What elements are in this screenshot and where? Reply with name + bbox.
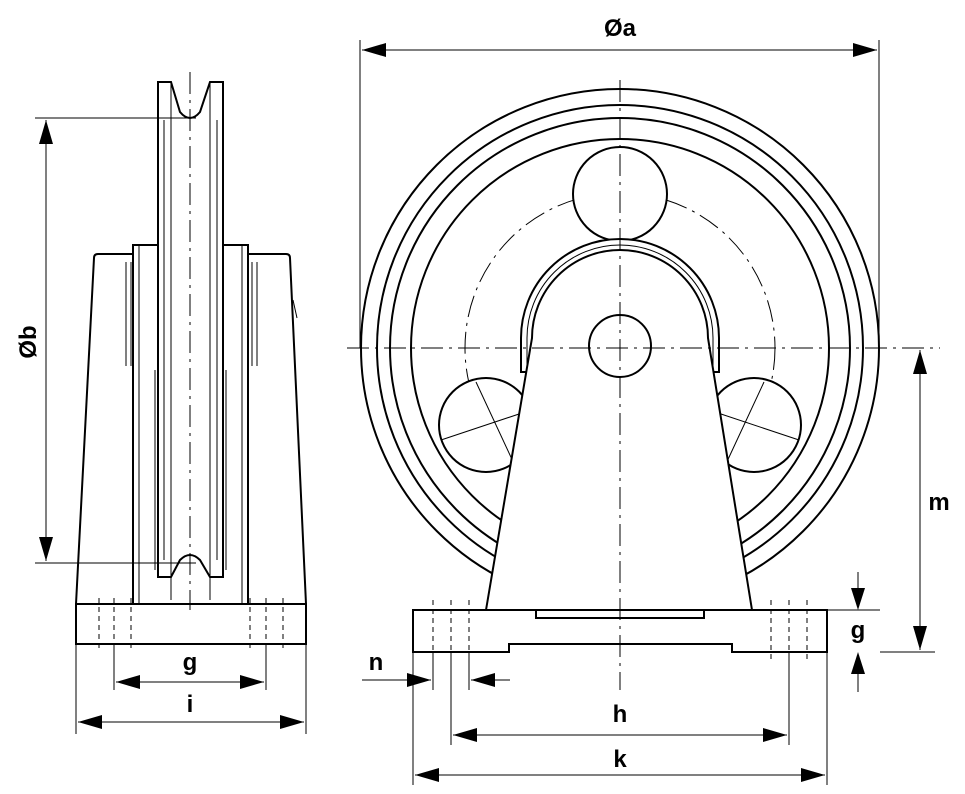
side-view	[35, 72, 307, 648]
dimensions: Øa Øb m g g i	[15, 15, 950, 785]
front-bracket-body	[484, 249, 754, 611]
side-wheel	[157, 81, 224, 578]
side-bracket-body	[75, 253, 307, 605]
dim-label-k: k	[613, 746, 627, 773]
dim-label-h: h	[613, 701, 628, 728]
dim-label-m: m	[928, 489, 949, 516]
dim-label-b: Øb	[15, 325, 42, 358]
dim-label-n: n	[369, 649, 384, 676]
dim-label-g-side: g	[183, 649, 198, 676]
dim-label-a: Øa	[604, 15, 637, 42]
dim-label-g-front: g	[851, 617, 866, 644]
front-view	[347, 80, 940, 690]
dim-label-i: i	[187, 691, 194, 718]
side-base-plate	[75, 603, 307, 645]
